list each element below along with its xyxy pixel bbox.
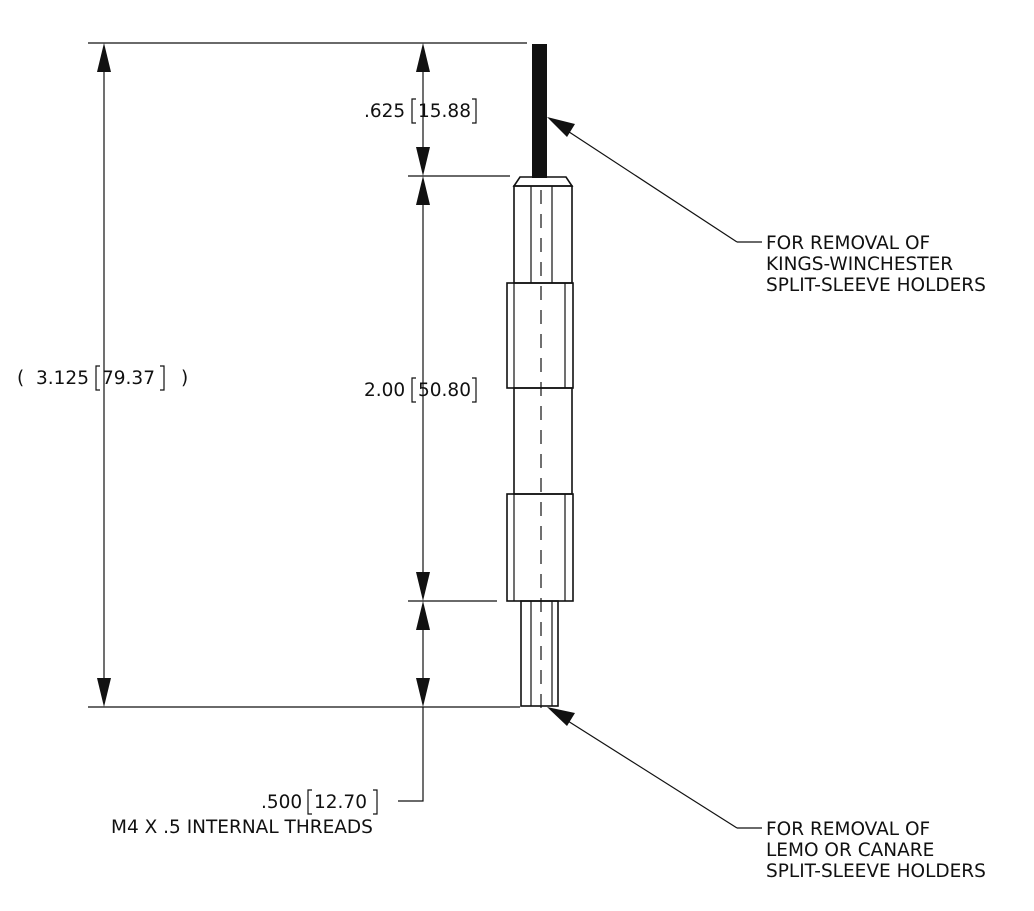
tip-chamfer [512, 176, 574, 187]
top-callout-line-1: FOR REMOVAL OF [766, 233, 930, 254]
top-callout-line-2: KINGS-WINCHESTER [766, 254, 953, 275]
overall-inch: 3.125 [36, 368, 89, 389]
lower-tip [520, 600, 559, 707]
overall-close-paren: ) [181, 368, 188, 389]
bottom-callout-line-1: FOR REMOVAL OF [766, 819, 930, 840]
upper-collar [506, 282, 574, 389]
lower-collar [506, 493, 574, 602]
internal-thread-note: M4 X .5 INTERNAL THREADS [111, 817, 373, 838]
thread-tip-dimension: .625 15.88 [364, 43, 477, 176]
overall-open-paren: ( [17, 368, 24, 389]
threaded-tip [532, 44, 547, 178]
bottom-callout-line-2: LEMO OR CANARE [766, 840, 934, 861]
internal-thread-mm: 12.70 [314, 792, 367, 813]
middle-shaft [513, 387, 573, 495]
internal-thread-inch: .500 [261, 792, 302, 813]
top-callout-line-3: SPLIT-SLEEVE HOLDERS [766, 275, 986, 296]
overall-dimension: ( 3.125 79.37 ) [17, 43, 188, 707]
top-callout: FOR REMOVAL OF KINGS-WINCHESTER SPLIT-SL… [547, 117, 986, 296]
overall-mm: 79.37 [102, 368, 155, 389]
shaft-mm: 50.80 [418, 380, 471, 401]
shaft-dimension: 2.00 50.80 [364, 176, 477, 601]
bottom-callout: FOR REMOVAL OF LEMO OR CANARE SPLIT-SLEE… [547, 707, 986, 882]
tool-part [506, 44, 574, 718]
bottom-callout-line-3: SPLIT-SLEEVE HOLDERS [766, 861, 986, 882]
shaft-inch: 2.00 [364, 380, 405, 401]
thread-tip-mm: 15.88 [418, 101, 471, 122]
thread-tip-inch: .625 [364, 101, 405, 122]
internal-thread-dimension: .500 12.70 M4 X .5 INTERNAL THREADS [111, 601, 430, 838]
upper-shaft [513, 185, 573, 284]
extension-lines [88, 42, 527, 708]
